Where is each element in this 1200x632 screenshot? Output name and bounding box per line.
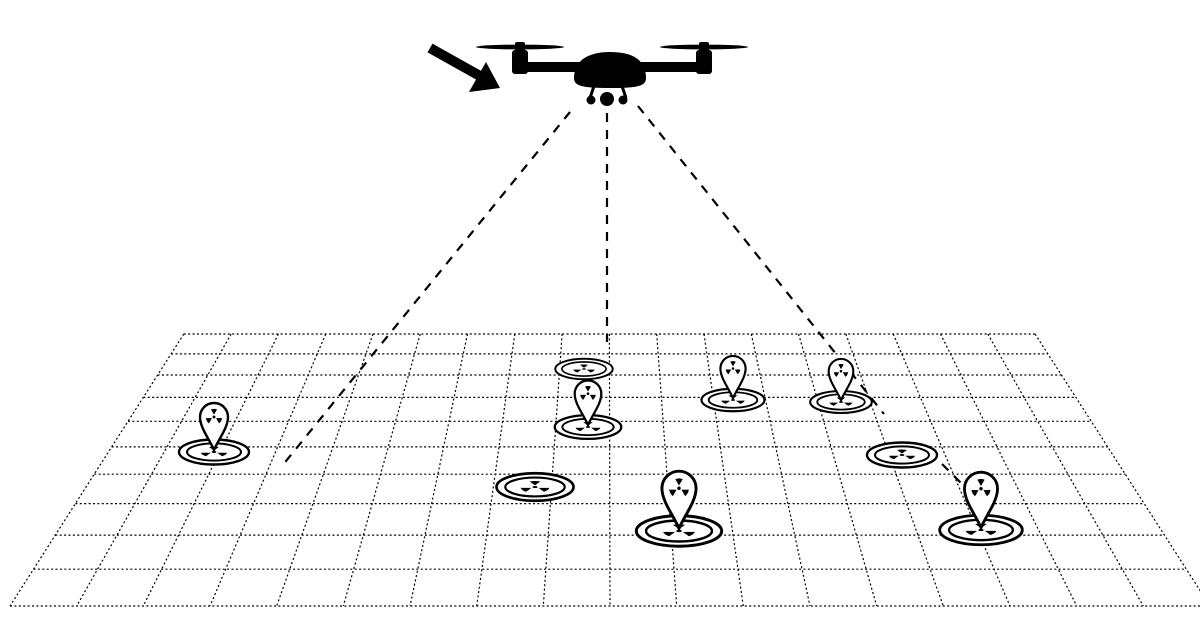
grid-column-line <box>76 333 232 607</box>
radiation-target-icon <box>554 357 614 381</box>
grid-column-line <box>987 333 1144 607</box>
grid-column-line <box>703 333 744 607</box>
radiation-location-pin-icon <box>827 357 855 404</box>
radiation-target-icon <box>634 469 724 548</box>
grid-column-line <box>1034 333 1200 592</box>
grid-column-line <box>542 333 563 607</box>
scan-beam-left <box>281 111 571 467</box>
drone-icon <box>476 42 748 106</box>
radiation-target-icon <box>865 441 939 469</box>
radiation-location-pin-icon <box>719 354 747 402</box>
radiation-location-pin-icon <box>198 401 230 454</box>
radiation-target-icon <box>553 379 623 441</box>
radiation-target-icon <box>495 471 575 503</box>
radiation-target-icon <box>938 470 1024 547</box>
radiation-target-icon <box>809 357 873 415</box>
radiation-location-pin-icon <box>963 470 999 532</box>
radiation-location-pin-icon <box>573 379 603 429</box>
radiation-target-icon <box>177 401 251 466</box>
grid-column-line <box>608 333 611 607</box>
grid-column-line <box>209 333 327 607</box>
grid-column-line <box>798 333 878 607</box>
grid-column-line <box>656 333 678 607</box>
radiation-location-pin-icon <box>660 469 698 533</box>
grid-column-line <box>9 333 185 607</box>
grid-column-line <box>476 333 516 607</box>
grid-column-line <box>892 333 1011 607</box>
grid-column-line <box>342 333 421 607</box>
detections-layer <box>177 354 1024 548</box>
ground-grid <box>9 333 1200 607</box>
pointer-arrow-icon <box>427 43 500 92</box>
radiation-target-icon <box>700 354 766 413</box>
